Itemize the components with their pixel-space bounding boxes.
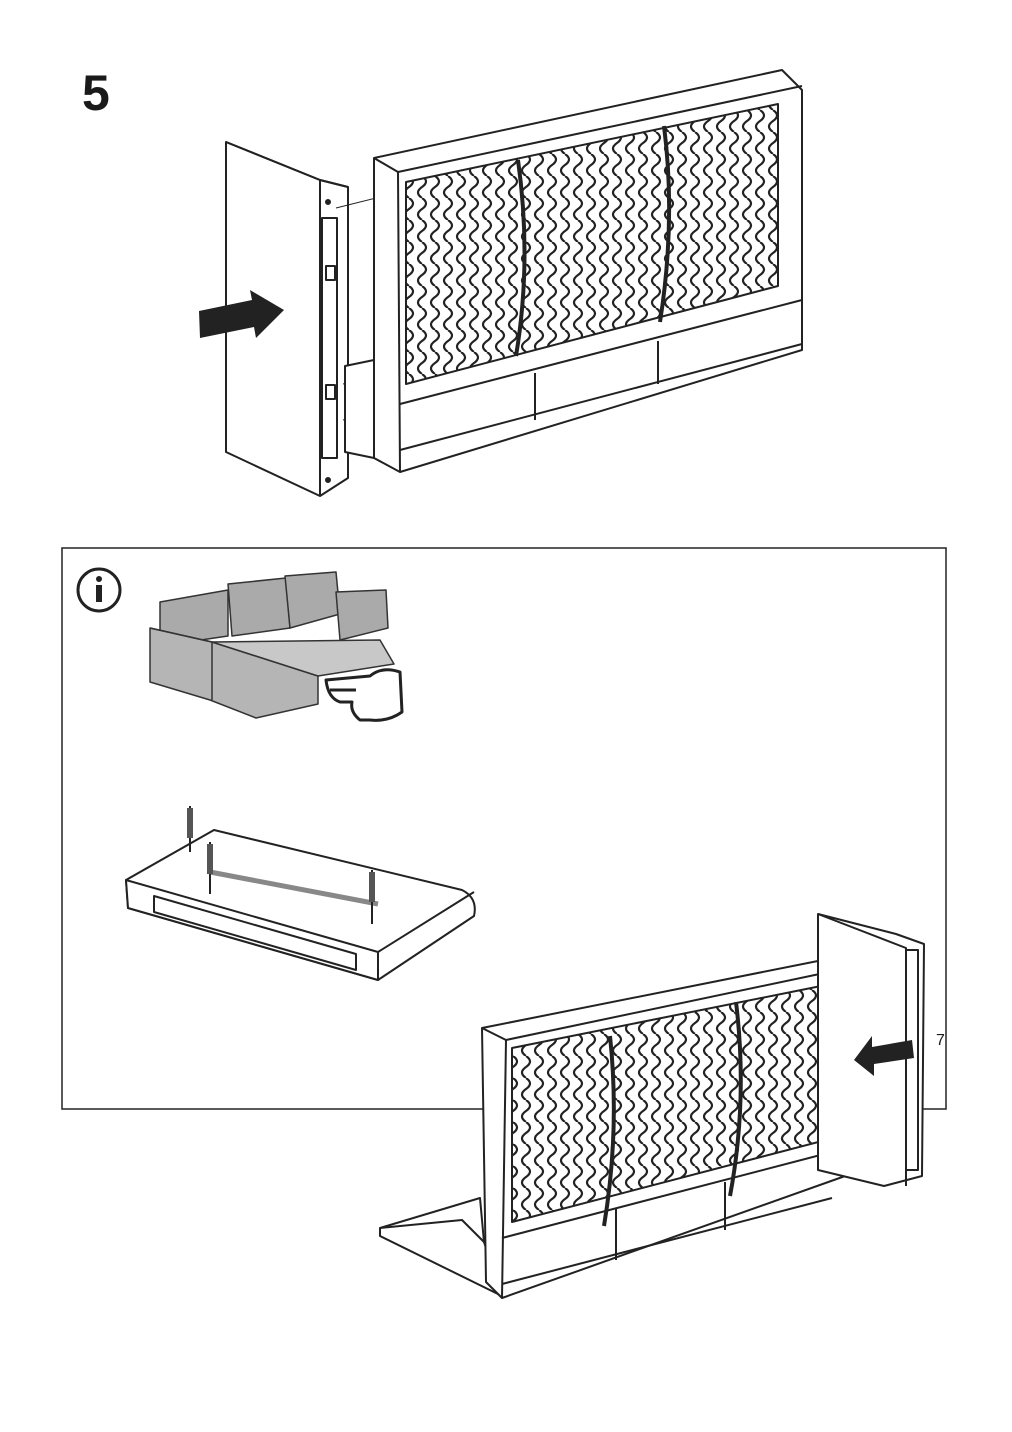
arrow-left-icon [854,1036,914,1076]
arrow-right-icon [199,290,284,338]
page-number: 7 [936,1032,945,1049]
info-icon [76,567,122,613]
corner-sofa-image [149,571,395,719]
panel-frame [379,954,849,1299]
step-number: 5 [82,65,110,121]
chaise-base [125,806,476,981]
pointing-hand-icon [324,668,404,722]
armrest-panel [225,141,349,497]
sofa-frame [344,69,803,473]
step5-illustration [199,69,803,497]
